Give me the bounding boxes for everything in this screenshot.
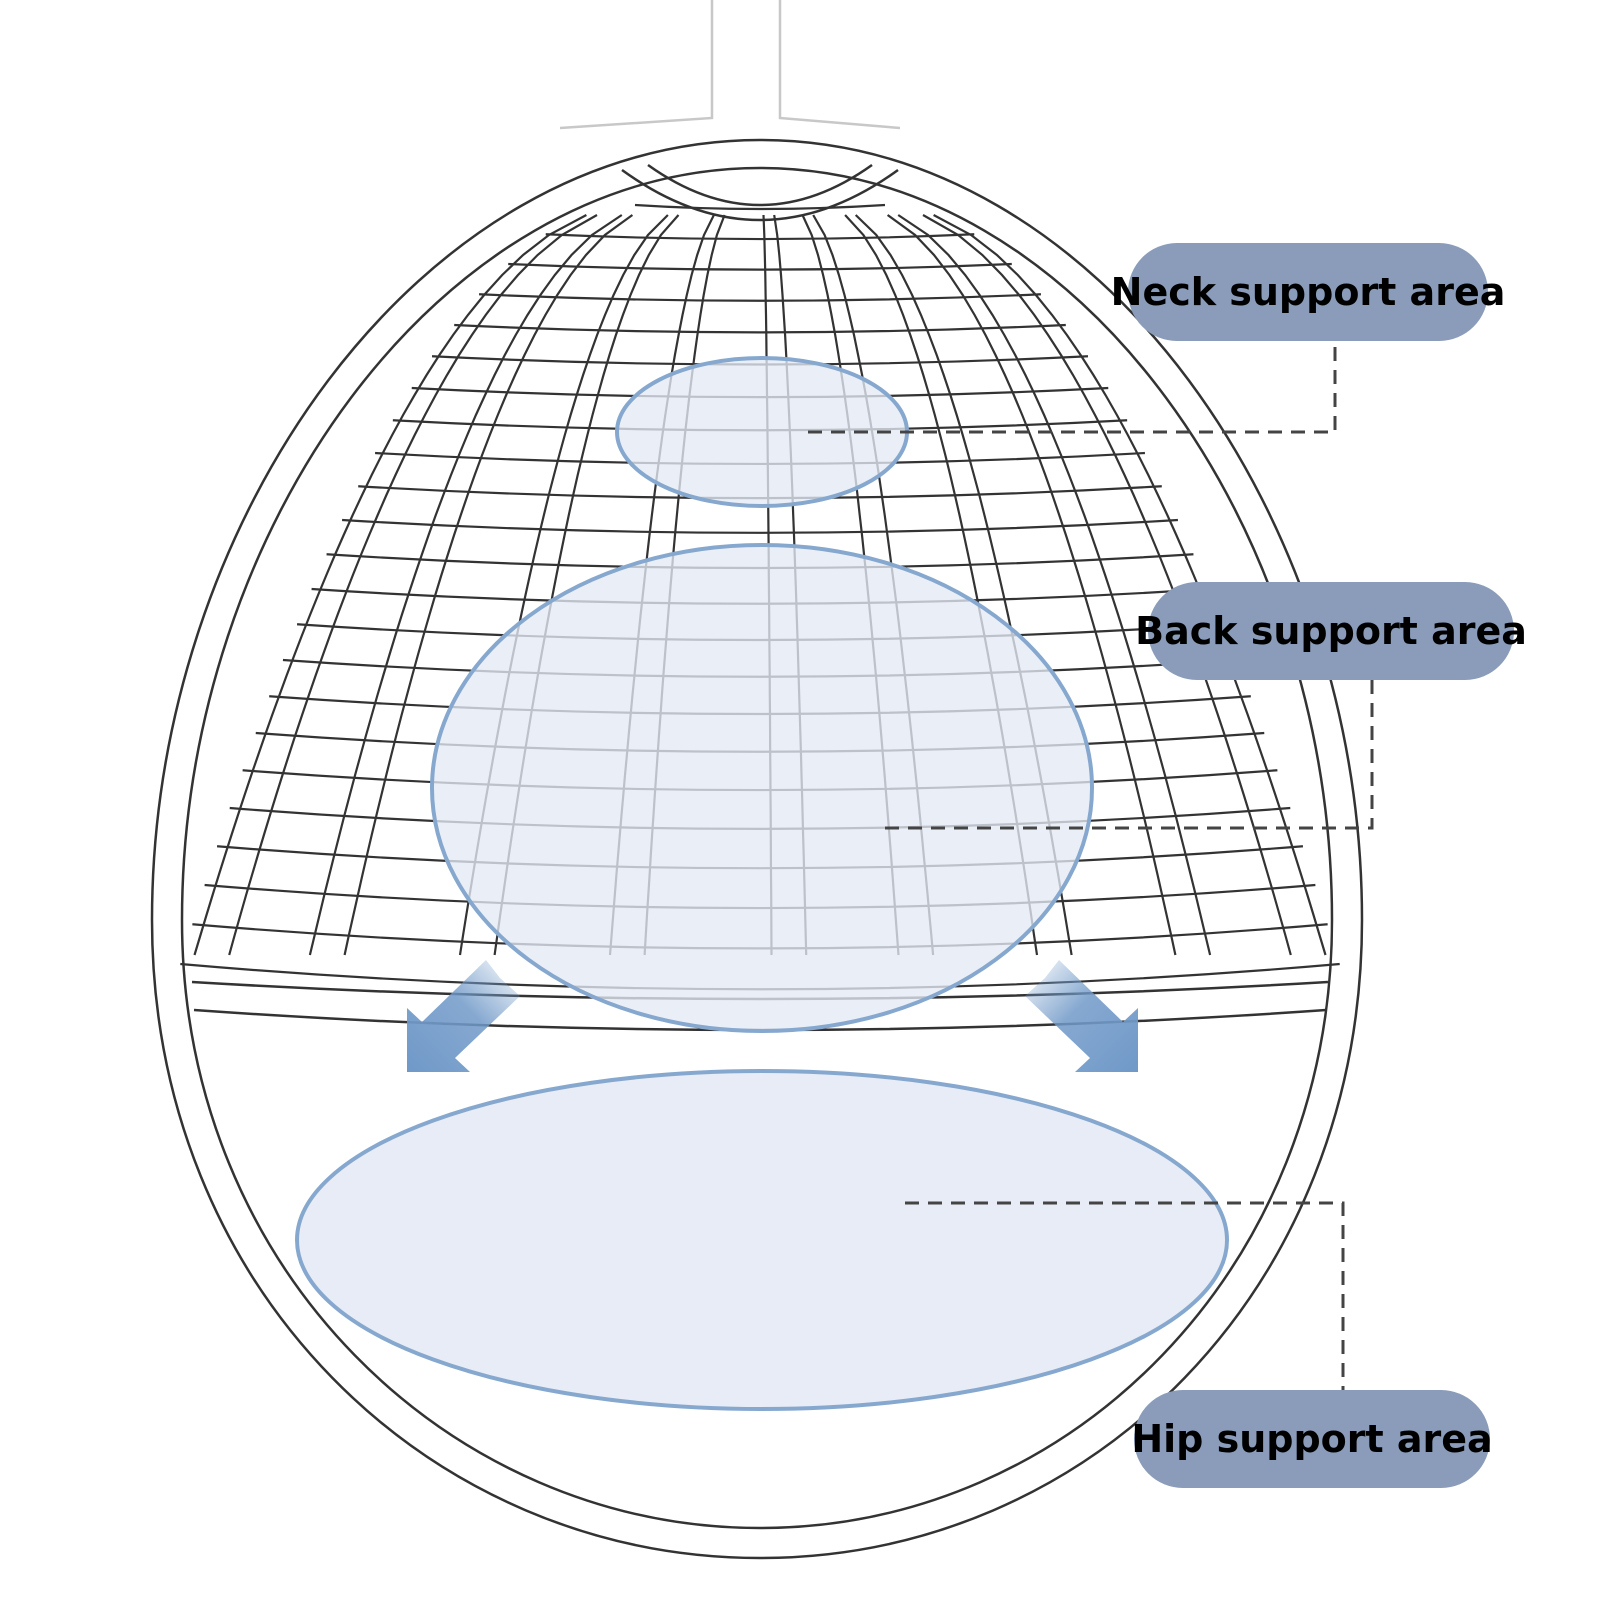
neck-leader-line: [808, 343, 1337, 434]
hanging-strap: [559, 0, 901, 130]
mesh-rib: [308, 214, 623, 956]
mesh-rib: [228, 214, 598, 956]
arrow-down-right-icon: [1025, 960, 1138, 1072]
back-support-zone: [430, 543, 1094, 1033]
top-ring: [621, 168, 899, 222]
hip-support-zone: [295, 1069, 1229, 1411]
mesh-ring: [545, 233, 975, 241]
mesh-ring: [342, 518, 1178, 534]
mesh-ring: [454, 323, 1066, 334]
back-support-callout: Back support area: [1135, 582, 1527, 680]
mesh-ring: [479, 293, 1041, 302]
mesh-ring: [508, 262, 1012, 271]
arrow-down-left-icon: [407, 960, 520, 1072]
mesh-ring: [634, 203, 886, 211]
egg-outer-shell: [150, 138, 1364, 1560]
hip-leader-line: [905, 1201, 1345, 1392]
egg-inner-rim: [180, 166, 1334, 1530]
top-ring-inner: [647, 163, 873, 207]
back-leader-line: [885, 678, 1374, 830]
hip-support-callout: Hip support area: [1131, 1390, 1493, 1488]
mesh-rib: [886, 214, 1177, 956]
mesh-rib: [343, 214, 634, 956]
mesh-rib: [922, 214, 1292, 956]
mesh-rib: [193, 214, 587, 956]
leader-lines: [808, 343, 1374, 1392]
mesh-rib: [897, 214, 1212, 956]
neck-support-callout: Neck support area: [1111, 243, 1505, 341]
egg-frame: [150, 138, 1364, 1560]
